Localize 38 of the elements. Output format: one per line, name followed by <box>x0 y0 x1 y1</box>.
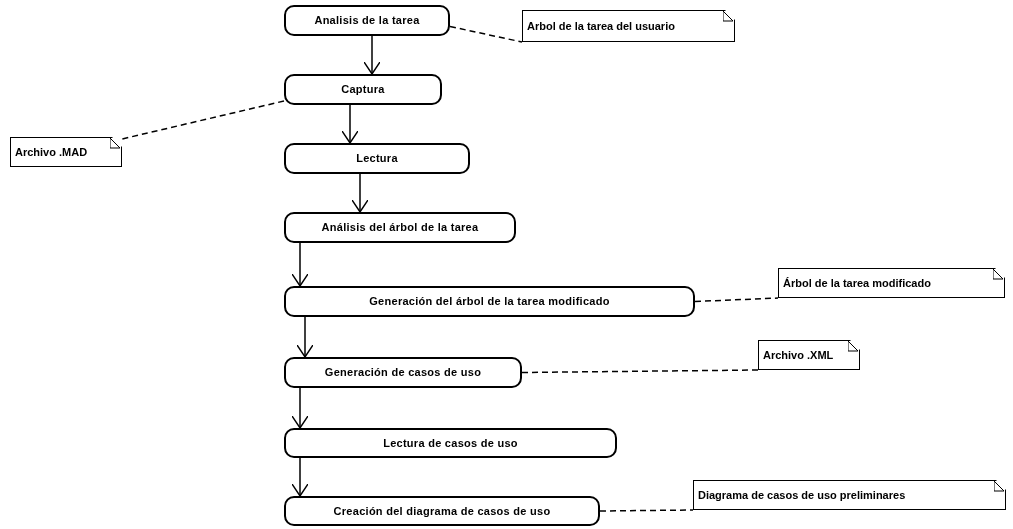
activity-label: Generación de casos de uso <box>324 365 482 381</box>
activity-label: Analisis de la tarea <box>314 13 420 29</box>
note <box>778 268 1005 298</box>
activity-box <box>284 74 442 105</box>
arrow <box>351 173 369 213</box>
activity-label: Creación del diagrama de casos de uso <box>333 503 551 519</box>
activity-box <box>284 357 522 388</box>
arrow <box>341 104 359 144</box>
note-text: Árbol de la tarea modificado <box>783 275 931 291</box>
note-text: Arbol de la tarea del usuario <box>527 18 675 34</box>
arrow <box>291 387 309 429</box>
dashed-line <box>121 100 285 140</box>
activity-box <box>284 5 450 36</box>
activity-label: Análisis del árbol de la tarea <box>321 220 479 236</box>
arrow <box>291 457 309 497</box>
dashed-line <box>449 25 523 43</box>
note-text: Archivo .XML <box>763 347 834 363</box>
dashed-line <box>694 297 779 303</box>
arrow <box>291 242 309 287</box>
arrow <box>363 35 381 75</box>
activity-label: Lectura <box>356 151 398 167</box>
note-text: Diagrama de casos de uso preliminares <box>698 487 906 503</box>
note <box>522 10 735 42</box>
activity-label: Generación del árbol de la tarea modificado <box>369 294 610 310</box>
arrow <box>296 316 314 358</box>
dashed-line <box>599 509 694 512</box>
note <box>693 480 1006 510</box>
activity-box <box>284 212 516 243</box>
note <box>10 137 122 167</box>
activity-box <box>284 496 600 526</box>
activity-label: Captura <box>341 82 385 98</box>
activity-box <box>284 143 470 174</box>
activity-box <box>284 286 695 317</box>
activity-box <box>284 428 617 458</box>
note <box>758 340 860 370</box>
note-text: Archivo .MAD <box>15 144 88 160</box>
activity-label: Lectura de casos de uso <box>383 435 518 451</box>
dashed-line <box>521 369 759 374</box>
